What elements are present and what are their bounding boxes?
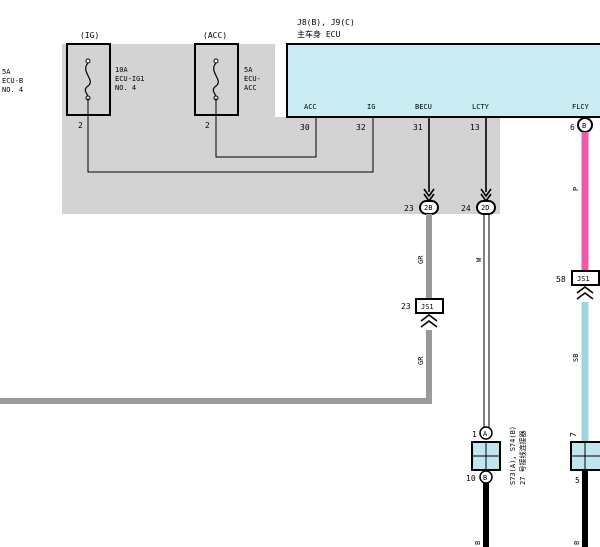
- fuse-ig-name: ECU-IG1: [115, 75, 145, 83]
- connector-right-pin-bottom: 5: [575, 476, 580, 485]
- connector-2d-oval: [476, 200, 496, 215]
- wire-acc-internal: [215, 98, 317, 158]
- wire-ig-internal: [87, 98, 374, 173]
- js1-right-chevron-icon: [576, 286, 594, 300]
- wire-b-left-label: B: [474, 541, 482, 545]
- connector-2b-code: 2B: [424, 204, 432, 212]
- panel-notch: [275, 44, 287, 117]
- ecu-pin-ig-number: 32: [356, 123, 366, 132]
- fuse-acc-terminal-top: [213, 58, 219, 64]
- wire-gr-upper-label: GR: [417, 255, 425, 264]
- connector-js1-left-number: 23: [401, 302, 411, 311]
- wire-gr-lower: [0, 330, 432, 404]
- wire-b-right-label: B: [573, 541, 581, 545]
- ecu-pin-acc-label: ACC: [304, 103, 317, 111]
- ecu-pin-lcty-label: LCTY: [472, 103, 490, 111]
- ecu-pin-flcy-label: FLCY: [572, 103, 590, 111]
- s73-label-line1: S73(A), S74(B): [509, 426, 517, 485]
- fuse-acc-element-icon: [212, 62, 219, 98]
- connector-js1-right-number: 58: [556, 275, 566, 284]
- ecu-pin-flcy-number: 6: [570, 123, 575, 132]
- wire-w-label: W: [475, 257, 483, 262]
- fuse-ig-rating: 10A: [115, 66, 128, 74]
- connector-flcy-code: B: [582, 122, 586, 130]
- fuse-acc-group-label: (ACC): [203, 31, 227, 40]
- fuse-ig-name-2: NO. 4: [115, 84, 136, 92]
- connector-js1-left-code: JS1: [421, 303, 434, 311]
- ecu-pin-becu-label: BECU: [415, 103, 432, 111]
- fuse-acc-rating: 5A: [244, 66, 253, 74]
- fuse-ig-element-icon: [84, 62, 91, 98]
- ecu-pin-acc-number: 30: [300, 123, 310, 132]
- ecu-pin-ig-label: IG: [367, 103, 375, 111]
- left-label-line2: ECU-B: [2, 77, 23, 85]
- connector-2d-number: 24: [461, 204, 471, 213]
- js1-left-chevron-icon: [420, 314, 438, 328]
- connector-s73-circle-bottom-code: B: [483, 474, 487, 482]
- fuse-ig-pin: 2: [78, 121, 83, 130]
- wire-gr-lower-label: GR: [417, 356, 425, 365]
- fuse-ig-group-label: (IG): [80, 31, 99, 40]
- ecu-pin-lcty-number: 13: [470, 123, 480, 132]
- wire-p-label: P: [572, 187, 580, 191]
- connector-2b-number: 23: [404, 204, 414, 213]
- fuse-acc-pin: 2: [205, 121, 210, 130]
- ecu-name: 主车身 ECU: [297, 29, 340, 39]
- left-label-line3: NO. 4: [2, 86, 23, 94]
- connector-js1-left-box: [415, 298, 444, 314]
- wire-sb-label: SB: [572, 354, 580, 362]
- connector-js1-right-box: [571, 270, 600, 286]
- s73-label-line2: 27 号接线连接器: [518, 430, 527, 485]
- fuse-acc-name: ECU-: [244, 75, 261, 83]
- connector-s73-circle-top: [479, 426, 493, 440]
- fuse-acc-name-2: ACC: [244, 84, 257, 92]
- left-label-line1: 5A: [2, 68, 11, 76]
- ecu-pin-becu-number: 31: [413, 123, 423, 132]
- connector-s73-circle-top-code: A: [483, 430, 488, 438]
- connector-s73-pin-top: 1: [472, 430, 477, 439]
- connector-2d-code: 2D: [481, 204, 489, 212]
- connector-right-pin-top: 7: [569, 432, 578, 437]
- fuse-ig-terminal-top: [85, 58, 91, 64]
- connector-js1-right-code: JS1: [577, 275, 590, 283]
- ecu-box: [286, 43, 600, 118]
- ecu-connector-ref: J8(B), J9(C): [297, 18, 355, 27]
- connector-s73-pin-bottom: 10: [466, 474, 476, 483]
